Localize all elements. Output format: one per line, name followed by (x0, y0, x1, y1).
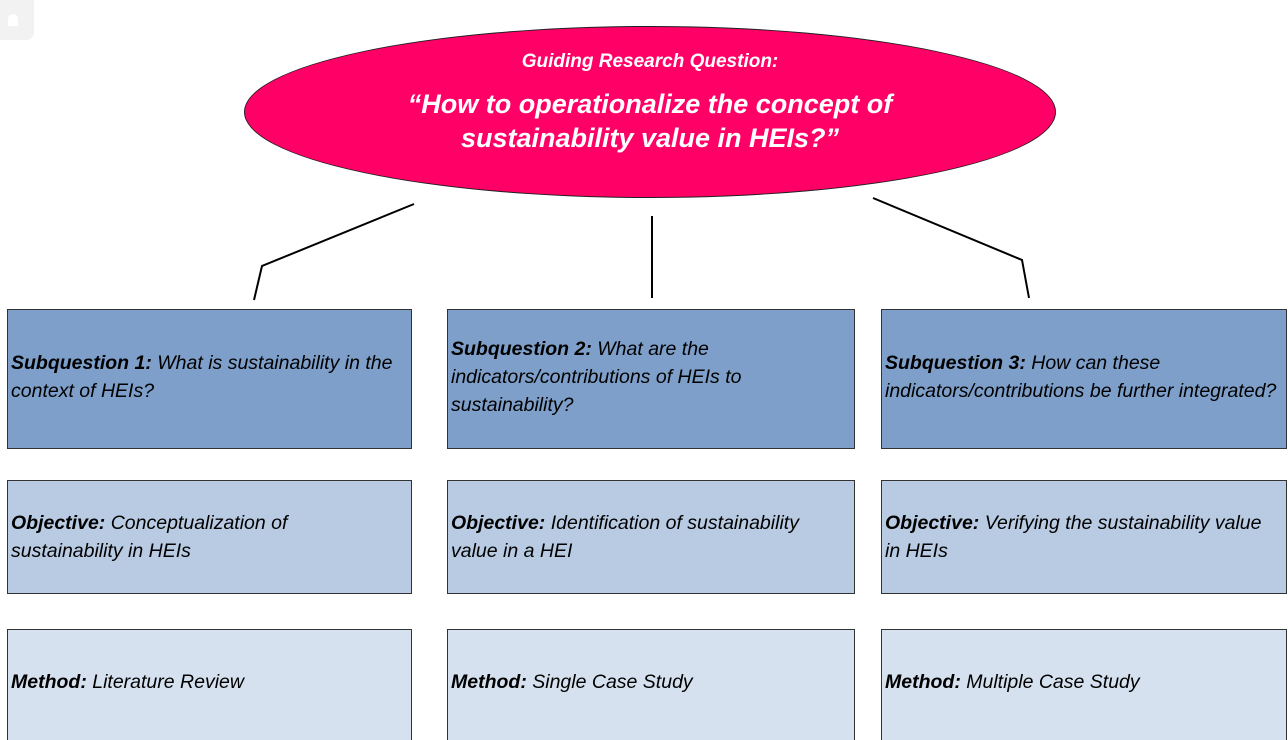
method-1-label: Method: (11, 671, 87, 693)
method-1-text: Literature Review (92, 671, 244, 693)
connector-left (253, 203, 415, 301)
method-2-label: Method: (451, 671, 527, 693)
corner-tab-icon (0, 0, 34, 40)
method-2-box: Method: Single Case Study (447, 629, 855, 740)
objective-1-text: Conceptualization of sustainability in H… (11, 512, 288, 562)
guiding-question-label: Guiding Research Question: (521, 51, 779, 72)
subquestion-1-label: Subquestion 1: (11, 352, 152, 374)
objective-3-box: Objective: Verifying the sustainability … (881, 480, 1287, 594)
method-3-text: Multiple Case Study (966, 671, 1140, 693)
subquestion-2-text: What are the indicators/contributions of… (451, 338, 742, 416)
method-1-box: Method: Literature Review (7, 629, 412, 740)
subquestion-3-text: How can these indicators/contributions b… (885, 352, 1277, 402)
method-2-text: Single Case Study (532, 671, 693, 693)
objective-3-text: Verifying the sustainability value in HE… (885, 512, 1262, 562)
subquestion-2-box: Subquestion 2: What are the indicators/c… (447, 309, 855, 449)
objective-3-label: Objective: (885, 512, 980, 534)
objective-2-text: Identification of sustainability value i… (451, 512, 799, 562)
objective-1-box: Objective: Conceptualization of sustaina… (7, 480, 412, 594)
objective-1-label: Objective: (11, 512, 106, 534)
subquestion-1-box: Subquestion 1: What is sustainability in… (7, 309, 412, 449)
subquestion-2-label: Subquestion 2: (451, 338, 592, 360)
subquestion-3-label: Subquestion 3: (885, 352, 1026, 374)
objective-2-box: Objective: Identification of sustainabil… (447, 480, 855, 594)
guiding-question-ellipse: Guiding Research Question: “How to opera… (244, 26, 1056, 198)
subquestion-3-box: Subquestion 3: How can these indicators/… (881, 309, 1287, 449)
method-3-label: Method: (885, 671, 961, 693)
objective-2-label: Objective: (451, 512, 546, 534)
subquestion-1-text: What is sustainability in the context of… (11, 352, 393, 402)
method-3-box: Method: Multiple Case Study (881, 629, 1287, 740)
guiding-question-text: “How to operationalize the concept of su… (407, 89, 893, 153)
connector-right (872, 197, 1030, 299)
